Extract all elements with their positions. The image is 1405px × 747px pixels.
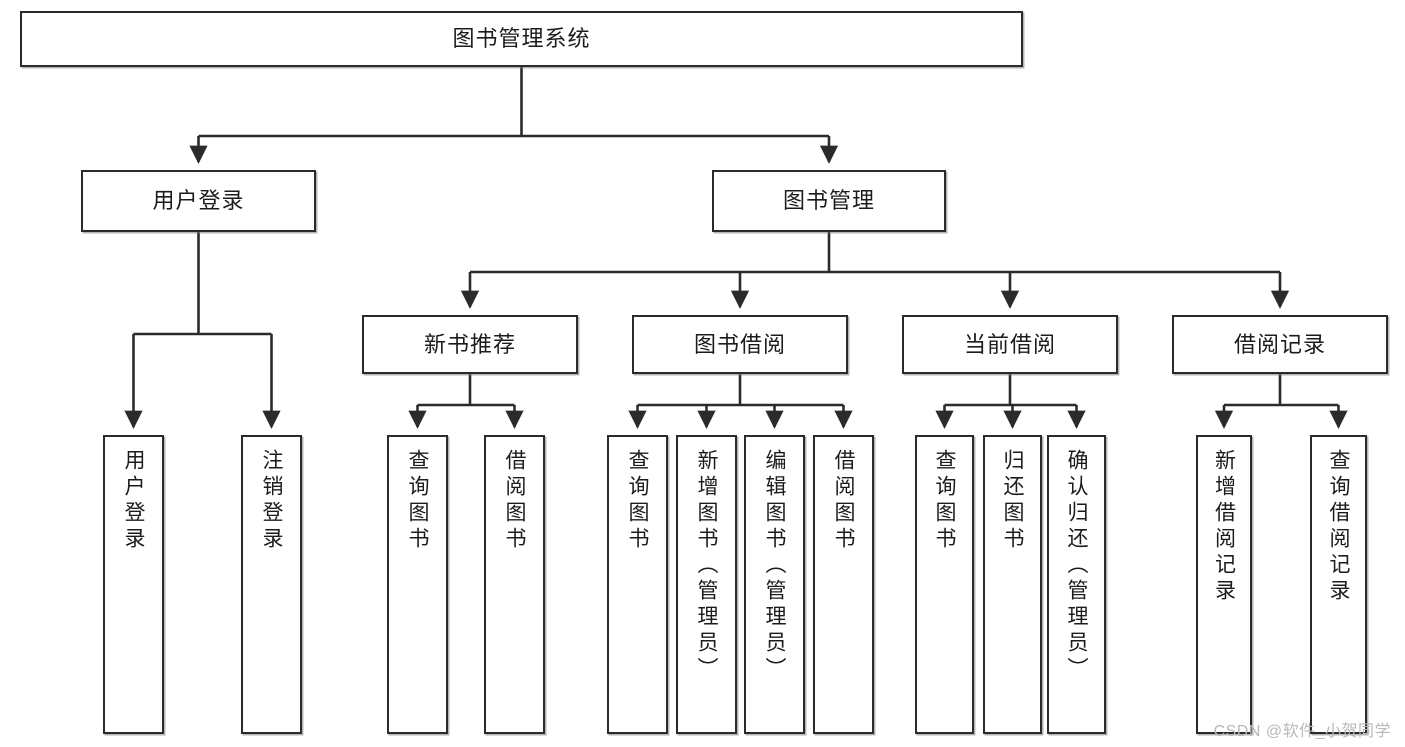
- leaf-borrow-book[interactable]: 借阅图书: [813, 435, 874, 734]
- csdn-watermark: CSDN @软件_小贺同学: [1213, 723, 1391, 740]
- node-borrow-record[interactable]: 借阅记录: [1172, 315, 1388, 374]
- leaf-return-book-label: 归还图书: [1001, 449, 1024, 553]
- leaf-query-book-current[interactable]: 查询图书: [915, 435, 974, 734]
- leaf-edit-book-admin[interactable]: 编辑图书（管理员）: [744, 435, 805, 734]
- leaf-confirm-return-admin[interactable]: 确认归还（管理员）: [1047, 435, 1106, 734]
- node-root[interactable]: 图书管理系统: [20, 11, 1023, 67]
- leaf-add-borrow-record-label: 新增借阅记录: [1212, 449, 1236, 605]
- leaf-query-borrow-record-label: 查询借阅记录: [1327, 449, 1350, 605]
- leaf-add-book-admin-label: 新增图书（管理员）: [695, 449, 718, 683]
- node-book-borrow-label: 图书借阅: [693, 331, 786, 357]
- node-user-login-label: 用户登录: [152, 188, 245, 214]
- leaf-borrow-book-label: 借阅图书: [832, 449, 855, 553]
- leaf-logout-login-label: 注销登录: [260, 449, 283, 553]
- leaf-borrow-book-rec[interactable]: 借阅图书: [484, 435, 545, 734]
- node-current-borrow-label: 当前借阅: [963, 331, 1056, 357]
- leaf-user-login-label: 用户登录: [122, 449, 145, 553]
- node-new-book-recommend-label: 新书推荐: [423, 331, 516, 357]
- leaf-query-book-rec[interactable]: 查询图书: [387, 435, 448, 734]
- leaf-logout-login[interactable]: 注销登录: [241, 435, 302, 734]
- node-book-manage-label: 图书管理: [782, 188, 875, 214]
- node-current-borrow[interactable]: 当前借阅: [902, 315, 1118, 374]
- leaf-query-book-borrow-label: 查询图书: [626, 449, 649, 553]
- leaf-query-borrow-record[interactable]: 查询借阅记录: [1310, 435, 1367, 734]
- leaf-add-book-admin[interactable]: 新增图书（管理员）: [676, 435, 737, 734]
- leaf-user-login[interactable]: 用户登录: [103, 435, 164, 734]
- node-root-label: 图书管理系统: [452, 26, 591, 52]
- leaf-add-borrow-record[interactable]: 新增借阅记录: [1196, 435, 1252, 734]
- leaf-borrow-book-rec-label: 借阅图书: [503, 449, 526, 553]
- node-new-book-recommend[interactable]: 新书推荐: [362, 315, 578, 374]
- node-borrow-record-label: 借阅记录: [1233, 331, 1326, 357]
- node-book-manage[interactable]: 图书管理: [712, 170, 946, 232]
- node-user-login[interactable]: 用户登录: [81, 170, 316, 232]
- leaf-confirm-return-admin-label: 确认归还（管理员）: [1065, 449, 1088, 683]
- leaf-query-book-borrow[interactable]: 查询图书: [607, 435, 668, 734]
- leaf-query-book-rec-label: 查询图书: [406, 449, 429, 553]
- node-book-borrow[interactable]: 图书借阅: [632, 315, 848, 374]
- leaf-query-book-current-label: 查询图书: [933, 449, 956, 553]
- leaf-edit-book-admin-label: 编辑图书（管理员）: [763, 449, 786, 683]
- leaf-return-book[interactable]: 归还图书: [983, 435, 1042, 734]
